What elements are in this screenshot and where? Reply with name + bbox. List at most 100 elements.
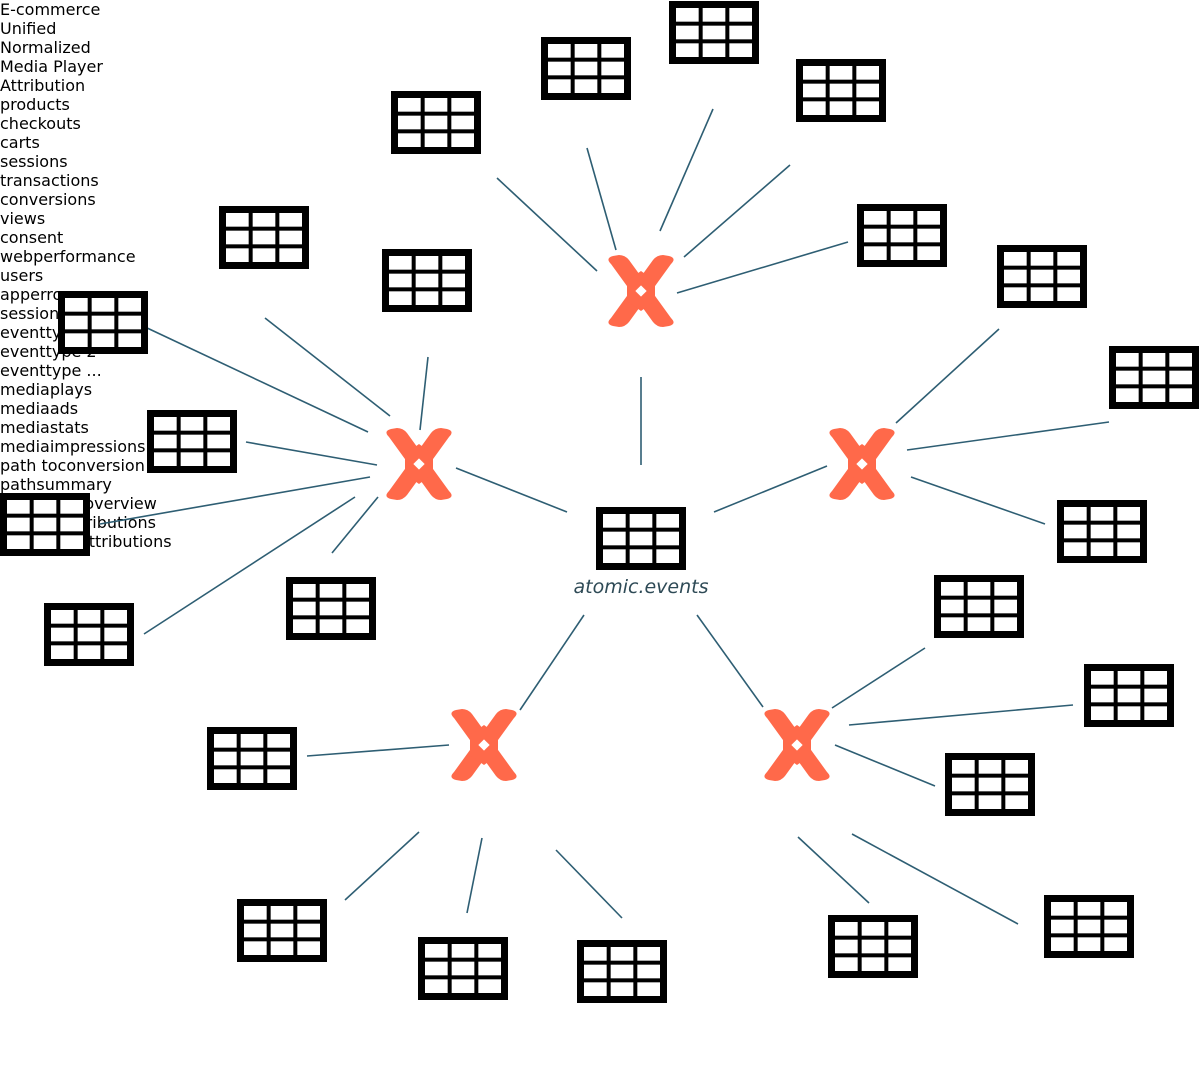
edge-attribution-overview (834, 744, 936, 787)
label-line: consent (0, 228, 64, 247)
edge-path-summary (848, 704, 1074, 726)
table-icon[interactable] (596, 507, 686, 570)
label: products (0, 95, 1200, 114)
hub-label: E-commerce (0, 0, 101, 19)
table-icon[interactable] (997, 245, 1087, 308)
label-line: media (0, 399, 50, 418)
label: pathsummary (0, 475, 1200, 494)
dbt-logo-icon[interactable] (829, 428, 895, 500)
table-icon[interactable] (1084, 664, 1174, 727)
label: conversions (0, 190, 1200, 209)
label-line: app (0, 285, 31, 304)
edge-conversions (264, 317, 391, 417)
edges (99, 108, 1110, 925)
table-icon[interactable] (382, 249, 472, 312)
label-line: products (0, 95, 70, 114)
label-line: sessions (0, 152, 68, 171)
dbt-logo-icon[interactable] (451, 709, 517, 781)
table-icon[interactable] (796, 59, 886, 122)
label-line: performance (33, 247, 136, 266)
table-icon[interactable] (58, 291, 148, 354)
dbt-logo-icon[interactable] (608, 255, 674, 327)
edge-app-errors (143, 496, 356, 635)
edge-products (496, 177, 598, 272)
edge-event-type-2 (906, 421, 1110, 451)
table-icon[interactable] (669, 1, 759, 64)
edge-web-performance (245, 441, 378, 466)
table-icon[interactable] (147, 410, 237, 473)
center-label: atomic.events (573, 576, 709, 598)
label-line: checkouts (0, 114, 81, 133)
table-icon[interactable] (1109, 346, 1199, 409)
hub-label: Unified (0, 19, 57, 38)
label-line: attributions (78, 532, 172, 551)
table-icon[interactable] (828, 915, 918, 978)
table-icon[interactable] (44, 603, 134, 666)
edge-carts (659, 108, 714, 232)
label: carts (0, 133, 1200, 152)
edge-media-plays (306, 744, 450, 757)
edge-ecom-sessions (683, 164, 791, 258)
label-line: path (0, 475, 37, 494)
label: mediaplays (0, 380, 1200, 399)
table-icon[interactable] (945, 753, 1035, 816)
label: mediaimpressions (0, 437, 1200, 456)
label-line: overview (84, 494, 157, 513)
table-icon[interactable] (207, 727, 297, 790)
hub-label: Attribution (0, 76, 86, 95)
label-line: summary (36, 475, 112, 494)
edge-atomic-media (519, 614, 585, 711)
label-line: conversion (57, 456, 145, 475)
hub-label: Normalized (0, 38, 91, 57)
edge-campaign-attributions (851, 833, 1019, 925)
hub-label: Media Player (0, 57, 103, 76)
table-icon[interactable] (286, 577, 376, 640)
label-line: event (0, 361, 46, 380)
label: path toconversion (0, 456, 1200, 475)
label-line: conversions (0, 190, 96, 209)
edge-consent (144, 326, 369, 433)
table-icon[interactable] (1057, 500, 1147, 563)
label-line: type ... (45, 361, 102, 380)
dbt-logo-icon[interactable] (764, 709, 830, 781)
edge-views (419, 356, 429, 431)
edge-media-stats (466, 837, 483, 914)
label-line: ads (49, 399, 79, 418)
label: mediastats (0, 418, 1200, 437)
label-line: carts (0, 133, 40, 152)
dbt-logo-icon[interactable] (386, 428, 452, 500)
label: sessions (0, 152, 1200, 171)
label-line: users (0, 266, 44, 285)
table-icon[interactable] (237, 899, 327, 962)
edge-media-ads (344, 831, 420, 901)
table-icon[interactable] (577, 940, 667, 1003)
label-line: media (0, 380, 50, 399)
label-line: event (0, 342, 46, 361)
table-icon[interactable] (418, 937, 508, 1000)
label: checkouts (0, 114, 1200, 133)
label-line: event (0, 323, 46, 342)
edge-atomic-unified (455, 467, 568, 513)
label-line: web (0, 247, 34, 266)
label-line: path to (0, 456, 58, 475)
edge-users (99, 476, 371, 525)
label: users (0, 266, 1200, 285)
table-icon[interactable] (391, 91, 481, 154)
label-line: impressions (49, 437, 146, 456)
label-line: plays (49, 380, 93, 399)
table-icon[interactable] (541, 37, 631, 100)
label-line: stats (49, 418, 89, 437)
table-icon[interactable] (0, 493, 90, 556)
label-line: transactions (0, 171, 99, 190)
table-icon[interactable] (219, 206, 309, 269)
edge-transactions (676, 241, 849, 294)
label: sessions (0, 304, 1200, 323)
edge-atomic-attribution (696, 614, 764, 708)
edge-event-type-1 (895, 328, 1000, 424)
table-icon[interactable] (857, 204, 947, 267)
edge-path-to-conversion (831, 647, 926, 709)
table-icon[interactable] (934, 575, 1024, 638)
edge-event-type-n (910, 476, 1046, 525)
table-icon[interactable] (1044, 895, 1134, 958)
